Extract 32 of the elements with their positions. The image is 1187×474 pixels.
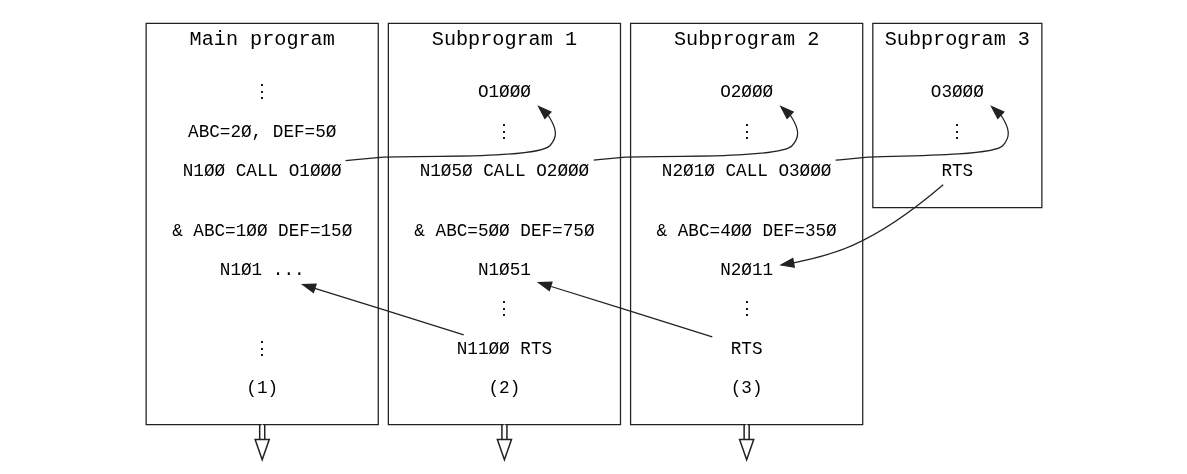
- arrow: [344, 105, 556, 162]
- node-text: O3ØØØ: [930, 82, 984, 103]
- node-text: ⋮: [947, 121, 966, 142]
- node-text: RTS: [730, 338, 763, 359]
- node-text: & ABC=5ØØ DEF=75Ø: [413, 221, 594, 242]
- node-text: N11ØØ RTS: [456, 338, 552, 359]
- node-text: & ABC=1ØØ DEF=15Ø: [171, 221, 352, 242]
- node-text: N1ØØ CALL O1ØØØ: [182, 160, 342, 181]
- arrow: [834, 105, 1009, 161]
- node-text: ⋮: [252, 82, 271, 103]
- node-text: & ABC=4ØØ DEF=35Ø: [656, 221, 837, 242]
- node-label: (2): [488, 377, 520, 398]
- node-text: RTS: [940, 160, 973, 181]
- arrow: [536, 281, 713, 338]
- node-label: (1): [245, 377, 278, 398]
- node-text: O1ØØØ: [477, 82, 531, 103]
- node-label: (3): [730, 377, 763, 398]
- arrow: [592, 105, 798, 161]
- node-text: ⋮: [252, 338, 271, 359]
- arrow: [300, 283, 464, 336]
- node-text: ⋮: [494, 299, 513, 320]
- node-text: ⋮: [494, 121, 513, 142]
- node-text: N2Ø1Ø CALL O3ØØØ: [661, 160, 831, 181]
- node-text: ⋮: [737, 299, 756, 320]
- node-text: ABC=2Ø, DEF=5Ø: [187, 121, 336, 142]
- node-text: N1Ø51: [477, 260, 531, 281]
- node-text: O2ØØØ: [719, 82, 773, 103]
- node-text: ⋮: [737, 121, 756, 142]
- node-text: N1Ø1 ...: [219, 260, 305, 281]
- node-text: N1Ø5Ø CALL O2ØØØ: [419, 160, 589, 181]
- arrow: [778, 184, 944, 268]
- node-text: N2Ø11: [719, 260, 773, 281]
